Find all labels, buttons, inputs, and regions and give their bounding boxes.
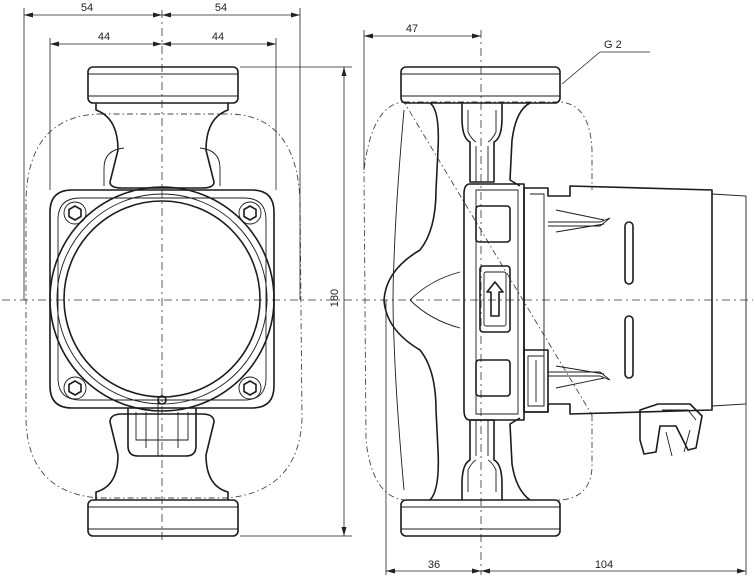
front-drain-plug	[157, 395, 167, 405]
front-motor-face	[63, 200, 261, 398]
front-neck-top-inner	[103, 147, 221, 186]
front-motor-ring-outer	[49, 186, 275, 412]
front-dimensions: 54 54 44 44 180	[23, 2, 352, 537]
dim-front-inner-left: 44	[98, 31, 110, 43]
front-envelope	[25, 113, 303, 499]
side-envelope	[363, 101, 593, 501]
front-view	[25, 66, 303, 537]
front-terminal-box	[127, 408, 197, 457]
side-upper-clip	[475, 205, 511, 243]
side-cooling-fin-upper	[548, 209, 611, 233]
side-top-flange	[400, 66, 561, 104]
front-terminal-box-inner	[135, 400, 189, 456]
front-neck-top	[95, 103, 229, 189]
dim-side-bottom-left: 36	[428, 559, 440, 571]
side-bottom-flange	[400, 499, 561, 537]
side-motor-rear-cap	[711, 193, 747, 407]
dim-side-bottom-right: 104	[595, 559, 613, 571]
side-pump-body-inner	[392, 109, 461, 491]
side-cable-plug	[639, 403, 703, 455]
dim-front-outer-left: 54	[81, 2, 93, 14]
front-bolt-bottom-right	[238, 376, 262, 400]
flow-direction-arrow-icon	[486, 281, 504, 317]
side-cooling-fin-lower	[548, 365, 611, 389]
front-bottom-flange	[87, 499, 239, 537]
thread-label: G 2	[604, 39, 622, 51]
side-connector-box	[523, 349, 549, 413]
side-lower-clip	[475, 359, 511, 397]
dim-height: 180	[329, 289, 341, 307]
front-bolt-top-right	[238, 201, 262, 225]
dim-front-inner-right: 44	[212, 31, 224, 43]
side-pump-body	[383, 102, 531, 501]
side-dimensions: 47 G 2 36 104	[363, 23, 747, 575]
side-neck-top	[461, 103, 503, 183]
front-motor-housing-inner	[57, 197, 267, 401]
front-bolt-top-left	[63, 201, 87, 225]
dim-side-top: 47	[406, 23, 418, 35]
side-view	[363, 66, 747, 537]
front-neck-bottom	[95, 413, 229, 500]
side-slot-1	[624, 221, 634, 285]
side-motor-flange	[463, 183, 525, 421]
front-bolt-bottom-left	[63, 376, 87, 400]
front-motor-housing	[49, 189, 275, 409]
side-slot-2	[624, 315, 634, 379]
center-lines	[2, 10, 753, 575]
dim-front-outer-right: 54	[215, 2, 227, 14]
side-arrow-window	[479, 265, 511, 333]
thread-leader	[561, 51, 601, 85]
front-top-flange	[87, 66, 239, 104]
